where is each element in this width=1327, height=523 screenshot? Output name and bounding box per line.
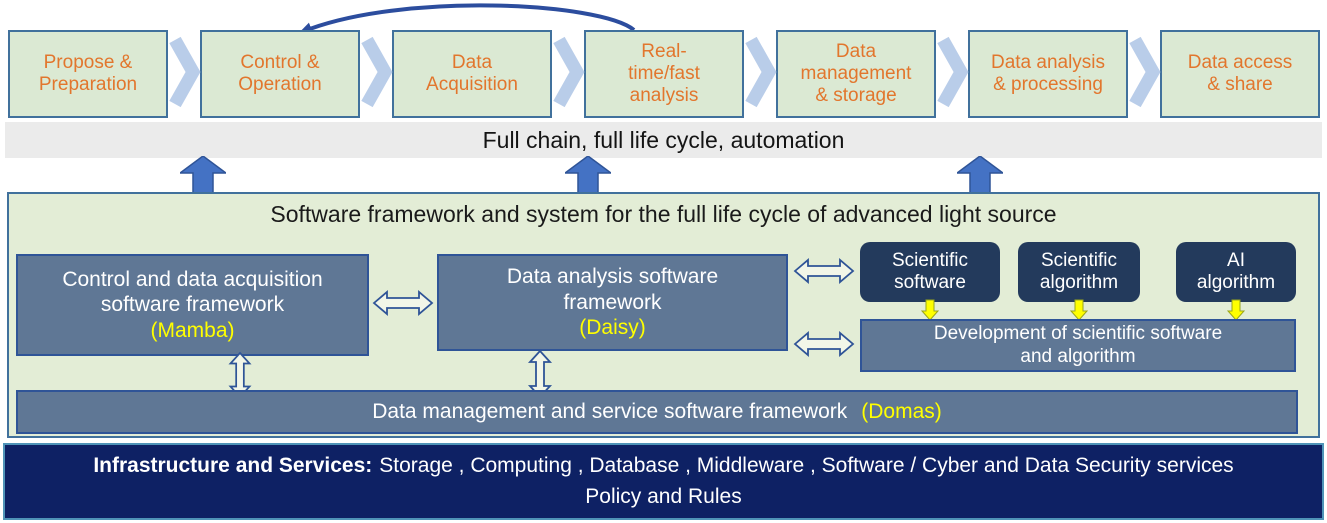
development-label: Development of scientific software and a… [933, 322, 1223, 367]
mamba-tag: (Mamba) [150, 318, 235, 342]
infrastructure-bar: Infrastructure and Services:Storage , Co… [3, 443, 1324, 520]
chevron-right-icon [1129, 36, 1161, 108]
down-arrow-icon [920, 299, 940, 321]
down-arrow-icon [1226, 299, 1246, 321]
development-box: Development of scientific software and a… [860, 319, 1296, 372]
component-label: Scientific algorithm [1039, 249, 1119, 293]
chevron-right-icon [745, 36, 777, 108]
flow-step-propose-preparation: Propose & Preparation [8, 30, 168, 118]
domas-bar-label: Data management and service software fra… [372, 400, 848, 423]
flow-step-control-operation: Control & Operation [200, 30, 360, 118]
double-arrow-horizontal-icon [372, 290, 434, 316]
infrastructure-line2: Policy and Rules [585, 484, 742, 508]
chevron-right-icon [169, 36, 201, 108]
flow-step-label: Control & Operation [238, 51, 322, 95]
double-arrow-horizontal-icon [793, 331, 855, 357]
scientific-algorithm-box: Scientific algorithm [1018, 242, 1140, 302]
daisy-framework-box: Data analysis software framework (Daisy) [437, 254, 788, 351]
flow-step-data-acquisition: Data Acquisition [392, 30, 552, 118]
up-arrow-icon [957, 156, 1003, 193]
flow-step-realtime-fast-analysis: Real- time/fast analysis [584, 30, 744, 118]
daisy-box-label: Data analysis software framework [506, 265, 719, 314]
flow-step-label: Propose & Preparation [38, 51, 138, 95]
panel-title: Software framework and system for the fu… [270, 201, 1057, 227]
flow-step-label: Data Acquisition [426, 51, 518, 95]
mamba-framework-box: Control and data acquisition software fr… [16, 254, 369, 356]
flow-step-data-management-storage: Data management & storage [776, 30, 936, 118]
full-chain-banner: Full chain, full life cycle, automation [5, 122, 1322, 158]
curved-arrow-icon [298, 3, 636, 34]
up-arrow-icon [565, 156, 611, 193]
component-label: Scientific software [891, 249, 969, 293]
ai-algorithm-box: AI algorithm [1176, 242, 1296, 302]
double-arrow-horizontal-icon [793, 258, 855, 284]
down-arrow-icon [1069, 299, 1089, 321]
infrastructure-heading: Infrastructure and Services: [93, 454, 373, 478]
component-label: AI algorithm [1196, 249, 1276, 293]
infrastructure-line1: Infrastructure and Services:Storage , Co… [93, 451, 1233, 481]
banner-text: Full chain, full life cycle, automation [482, 126, 845, 153]
chevron-right-icon [937, 36, 969, 108]
domas-framework-bar: Data management and service software fra… [16, 390, 1298, 434]
flow-step-label: Real- time/fast analysis [628, 40, 700, 107]
chevron-right-icon [361, 36, 393, 108]
infrastructure-services: Storage , Computing , Database , Middlew… [379, 454, 1234, 478]
daisy-tag: (Daisy) [579, 316, 646, 340]
flow-step-data-analysis-processing: Data analysis & processing [968, 30, 1128, 118]
flow-step-label: Data management & storage [800, 40, 912, 107]
chevron-right-icon [553, 36, 585, 108]
flow-step-data-access-share: Data access & share [1160, 30, 1320, 118]
up-arrow-icon [180, 156, 226, 193]
domas-tag: (Domas) [861, 400, 942, 423]
mamba-box-label: Control and data acquisition software fr… [62, 267, 323, 317]
flow-step-label: Data access & share [1187, 51, 1293, 95]
flow-step-label: Data analysis & processing [990, 51, 1106, 95]
scientific-software-box: Scientific software [860, 242, 1000, 302]
